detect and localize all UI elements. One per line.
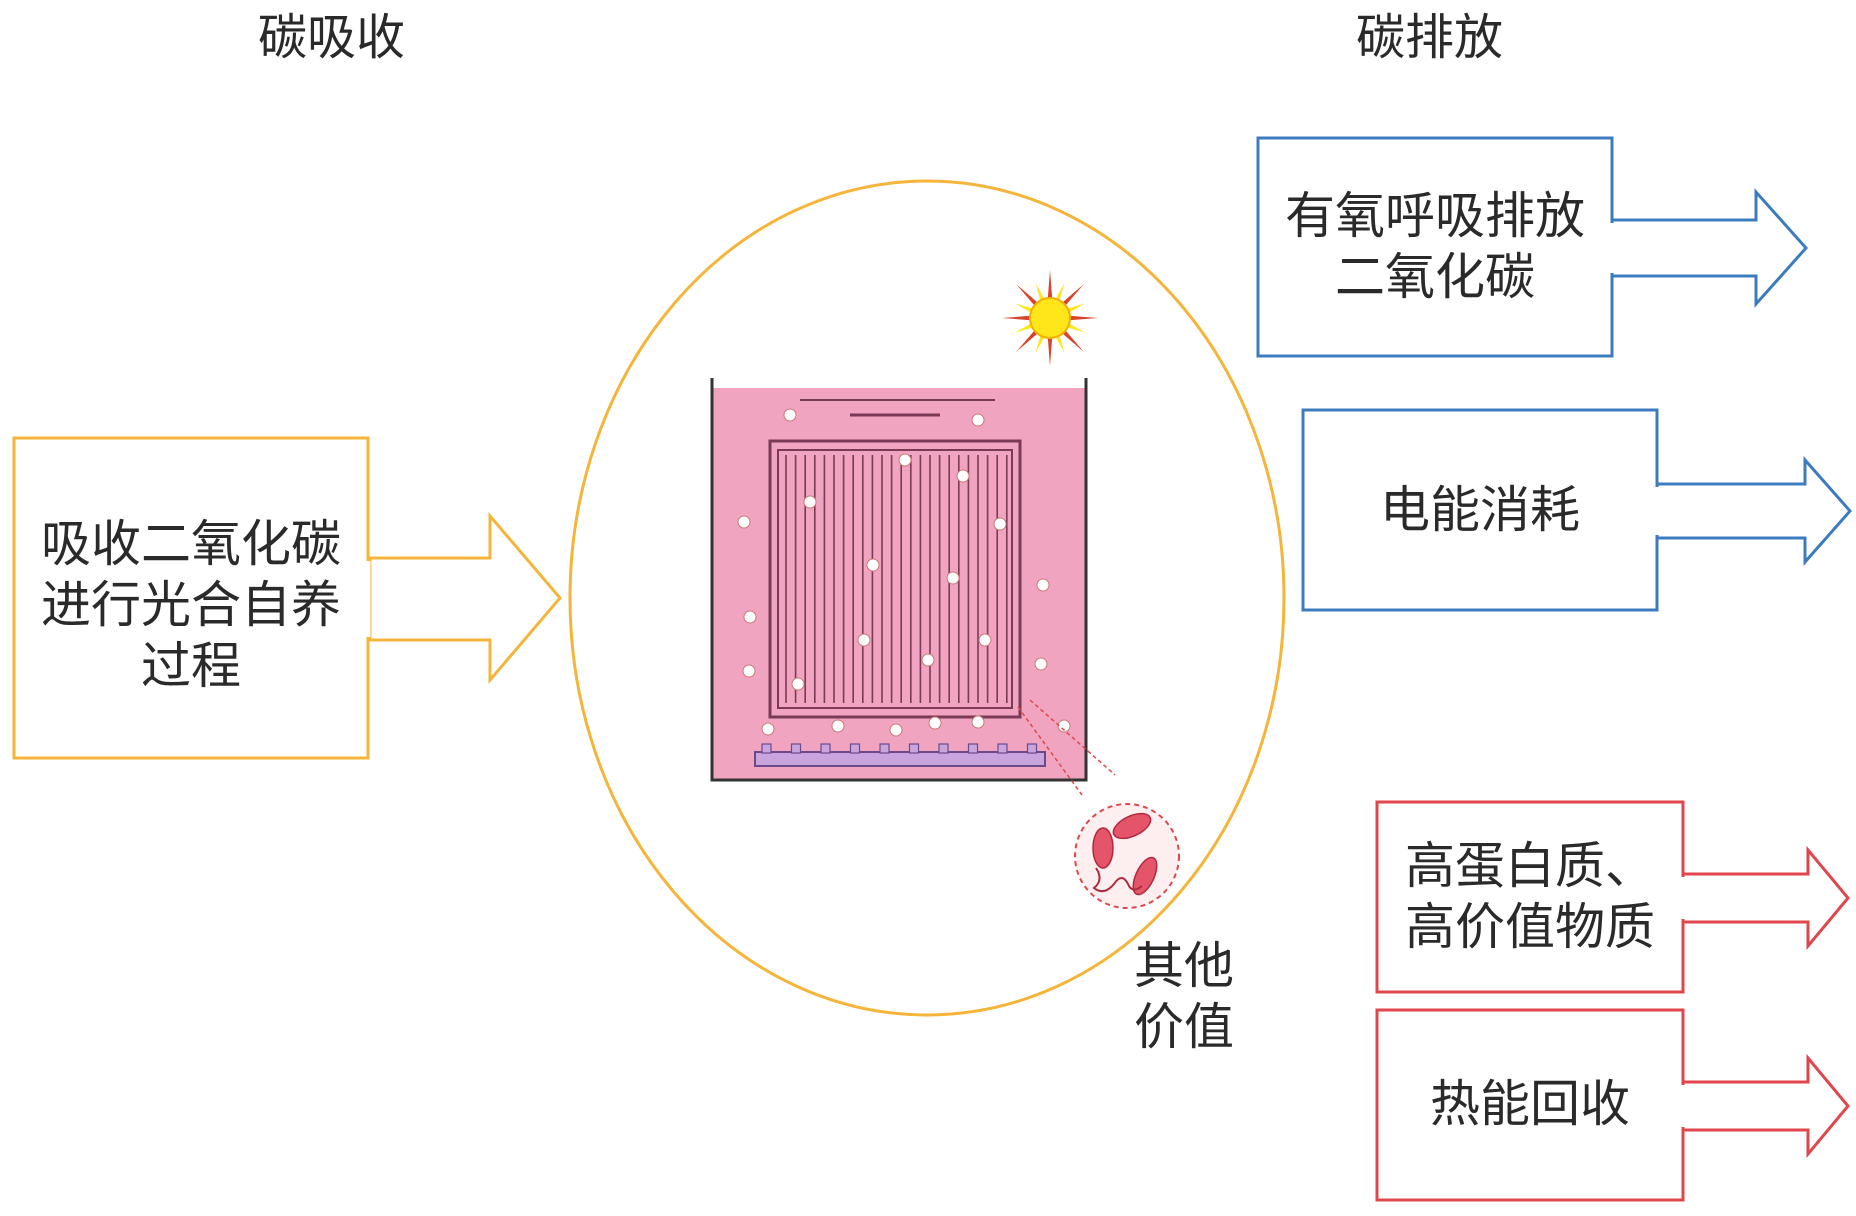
other-value-line-1: 其他 — [1134, 937, 1234, 995]
absorption-arrow — [368, 511, 562, 685]
microalgae-cells-icon — [1074, 803, 1180, 909]
carbon-absorption-heading: 碳吸收 — [258, 9, 406, 66]
protein-line-1: 高蛋白质、 — [1405, 837, 1655, 895]
emission-arrow-respiration — [1610, 188, 1809, 308]
reactor-liquid — [712, 388, 1086, 780]
protein-line-2: 高价值物质 — [1405, 898, 1655, 956]
value-box-protein — [1375, 800, 1685, 994]
emission-arrow-electricity — [1655, 456, 1853, 566]
other-value-line-2: 价值 — [1134, 998, 1234, 1056]
respiration-line-2: 二氧化碳 — [1335, 248, 1535, 306]
gas-bubbles-icon — [737, 408, 1071, 737]
other-value-label: 其他 价值 — [1134, 936, 1234, 1058]
absorption-box-text: 吸收二氧化碳 进行光合自养 过程 — [14, 514, 368, 697]
air-diffuser — [754, 751, 1046, 767]
absorption-line-2: 进行光合自养 — [41, 576, 341, 634]
diffuser-nozzles — [761, 743, 1038, 754]
electricity-consumption-text: 电能消耗 — [1380, 481, 1580, 539]
carbon-emission-heading: 碳排放 — [1356, 9, 1504, 66]
reactor-wall — [710, 378, 1088, 782]
value-arrow-protein — [1681, 845, 1850, 951]
system-boundary-ellipse — [568, 179, 1286, 1017]
absorption-line-1: 吸收二氧化碳 — [41, 515, 341, 573]
emission-box-electricity — [1301, 408, 1659, 612]
absorption-box — [12, 436, 370, 760]
high-protein-text: 高蛋白质、 高价值物质 — [1377, 836, 1683, 958]
heat-recovery-text: 热能回收 — [1430, 1075, 1630, 1133]
value-arrow-heat — [1681, 1053, 1850, 1159]
absorption-line-3: 过程 — [141, 637, 241, 695]
sun-icon — [1002, 270, 1098, 366]
respiration-emission-text: 有氧呼吸排放 二氧化碳 — [1258, 186, 1612, 308]
photobioreactor — [710, 378, 1088, 782]
respiration-line-1: 有氧呼吸排放 — [1285, 187, 1585, 245]
